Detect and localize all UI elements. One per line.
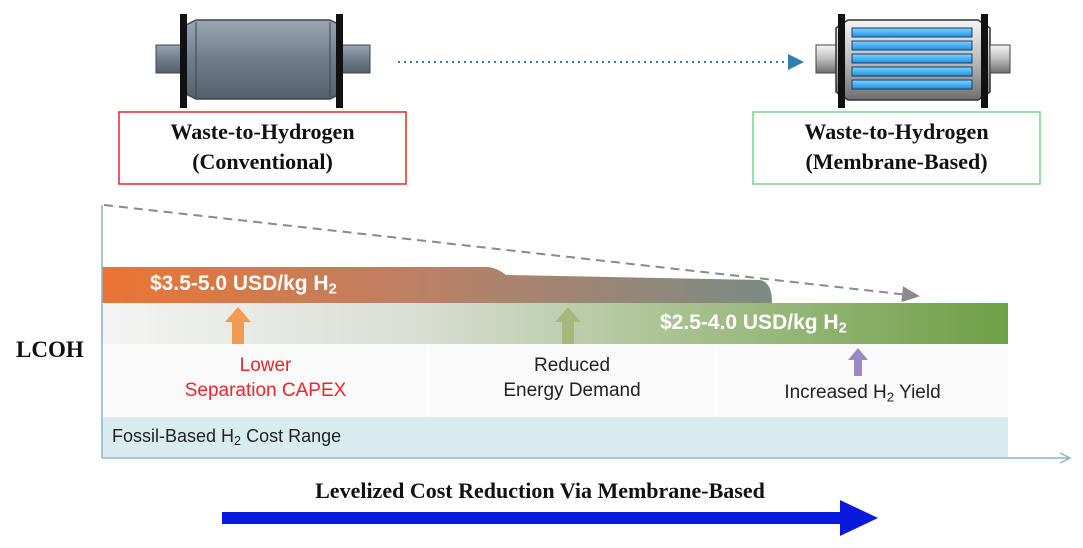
conventional-cost-text: $3.5-5.0 USD/kg H	[150, 272, 329, 295]
capex-factor-label: Lower Separation CAPEX	[104, 353, 427, 403]
factor-panel-energy	[429, 344, 715, 417]
conventional-membrane-module-icon	[155, 14, 371, 108]
fossil-cost-suffix: Cost Range	[241, 426, 342, 446]
membrane-cost-text: $2.5-4.0 USD/kg H	[660, 311, 839, 334]
yield-factor-label: Increased H2 Yield	[717, 380, 1008, 405]
footer-caption: Levelized Cost Reduction Via Membrane-Ba…	[315, 478, 765, 503]
conventional-cost-subscript: 2	[328, 281, 337, 298]
cost-reduction-arrow	[222, 500, 878, 536]
membrane-module-icon	[815, 14, 1011, 108]
membrane-label-line2: (Membrane-Based)	[805, 149, 988, 174]
energy-factor-line1: Reduced	[533, 355, 611, 376]
energy-factor-line2: Energy Demand	[503, 380, 641, 401]
yield-factor-suffix: Yield	[894, 382, 941, 403]
capex-factor-line2: Separation CAPEX	[184, 380, 347, 401]
capex-up-arrow	[225, 307, 251, 344]
conventional-label-box	[118, 111, 407, 185]
yield-factor-text: Increased H	[784, 382, 887, 403]
membrane-label: Waste-to-Hydrogen (Membrane-Based)	[753, 112, 1040, 184]
membrane-cost-subscript: 2	[838, 320, 847, 337]
conventional-cost-band	[102, 267, 772, 303]
capex-factor-line1: Lower	[239, 355, 292, 376]
yield-up-arrow	[848, 348, 868, 376]
energy-factor-label: Reduced Energy Demand	[429, 353, 715, 403]
fossil-cost-band	[102, 417, 1008, 457]
cost-trend-line	[103, 204, 920, 303]
conventional-label-line2: (Conventional)	[192, 149, 333, 174]
fossil-cost-subscript: 2	[234, 434, 242, 449]
fossil-cost-text: Fossil-Based H	[112, 426, 235, 446]
factor-panel-capex	[104, 344, 427, 417]
membrane-cost-label: $2.5-4.0 USD/kg H2	[660, 311, 847, 337]
y-axis-label: LCOH	[16, 337, 84, 362]
conventional-label: Waste-to-Hydrogen (Conventional)	[119, 112, 406, 184]
membrane-label-line1: Waste-to-Hydrogen	[804, 119, 989, 144]
energy-up-arrow	[555, 307, 581, 344]
membrane-cost-band	[102, 303, 1008, 344]
yield-factor-subscript: 2	[886, 389, 895, 405]
conventional-cost-label: $3.5-5.0 USD/kg H2	[150, 272, 337, 298]
fossil-cost-label: Fossil-Based H2 Cost Range	[112, 426, 341, 447]
conventional-label-line1: Waste-to-Hydrogen	[170, 119, 355, 144]
membrane-label-box	[752, 111, 1041, 185]
